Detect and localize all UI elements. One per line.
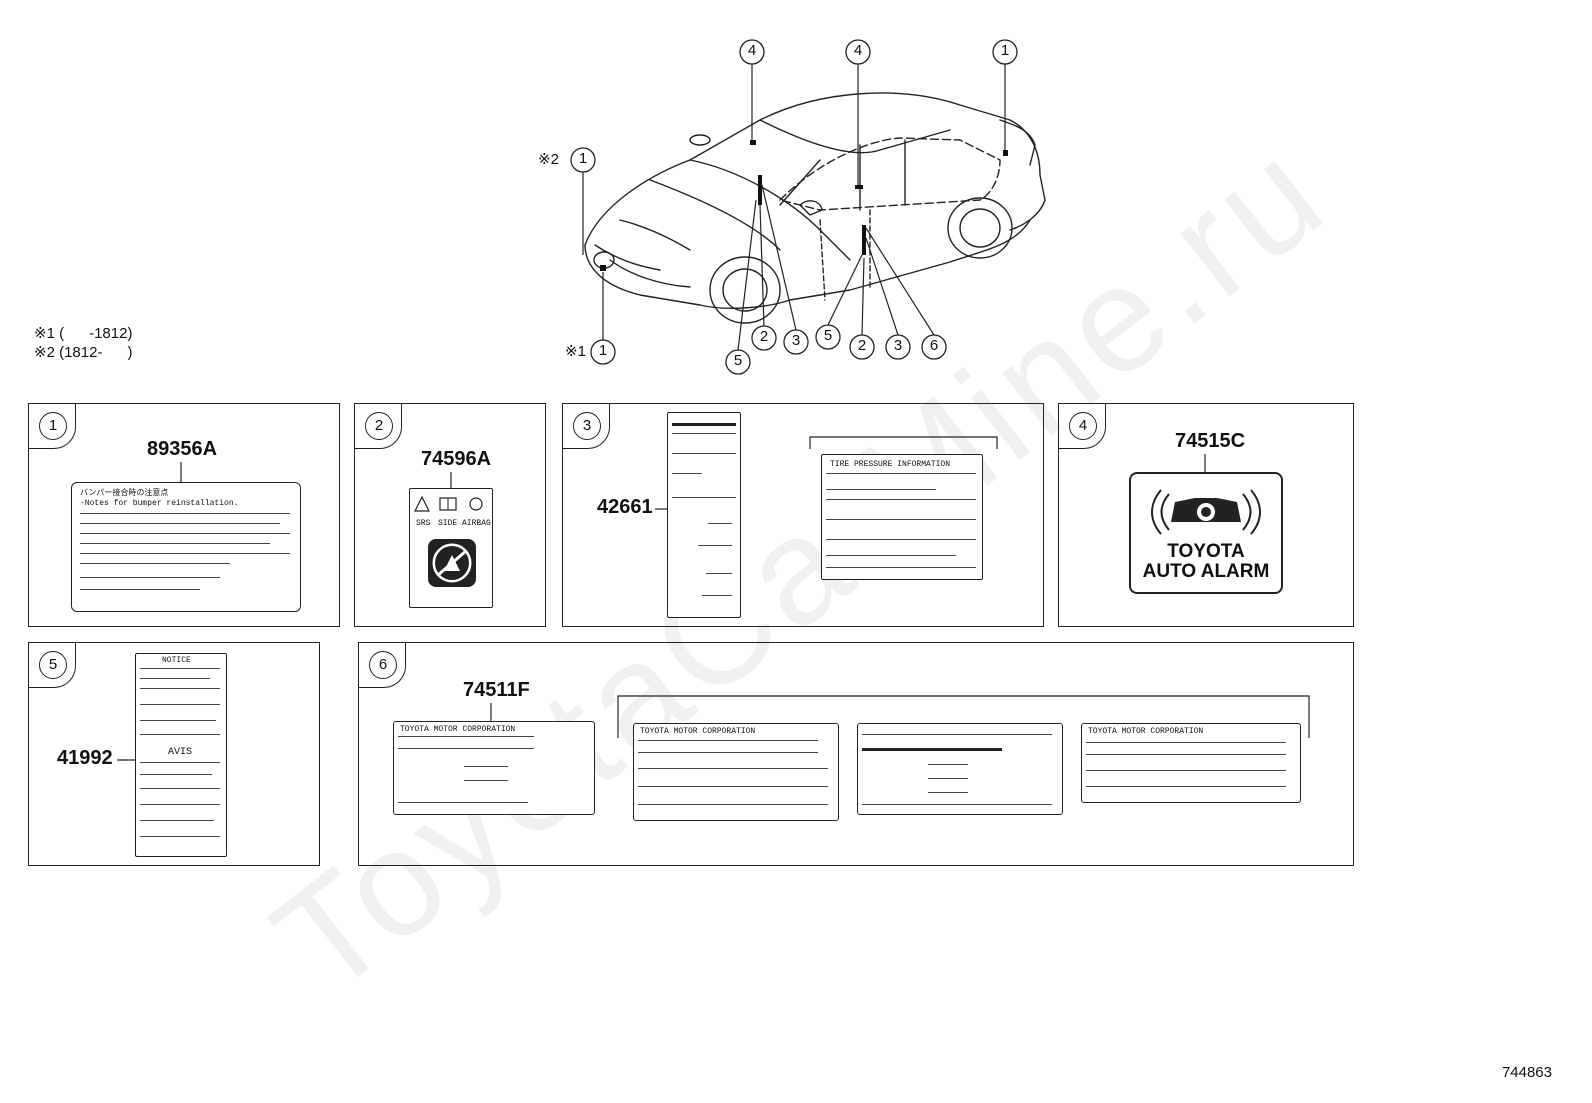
alt-bracket xyxy=(617,695,1310,738)
avis-title: AVIS xyxy=(168,747,193,758)
label-srs: SRS xyxy=(416,519,431,528)
vin-plate-main: TOYOTA MOTOR CORPORATION xyxy=(393,721,595,815)
note-mark2: ※2 (1812- ) xyxy=(34,344,133,361)
marker-label-2a xyxy=(758,175,762,205)
marker-label-1-rear xyxy=(1003,150,1008,156)
notice-label: NOTICE AVIS xyxy=(135,653,227,857)
tire-loading-label xyxy=(667,412,741,618)
vin-plate-alt-2: TOYOTA MOTOR CORPORATION xyxy=(1081,723,1301,803)
emission-label xyxy=(857,723,1063,815)
plate-title: TOYOTA MOTOR CORPORATION xyxy=(1088,727,1204,736)
notice-title: NOTICE xyxy=(162,656,191,665)
callout-6: 6 xyxy=(929,337,939,354)
srs-airbag-label: SRS SIDE AIRBAG xyxy=(409,488,493,608)
callout-5-right: 5 xyxy=(823,327,833,344)
tire-pressure-title: TIRE PRESSURE INFORMATION xyxy=(830,460,951,469)
callout-4-top-center: 4 xyxy=(853,42,863,59)
label-line-en: -Notes for bumper reinstallation. xyxy=(80,499,239,508)
mark2-symbol: ※2 xyxy=(538,151,559,168)
car-illustration xyxy=(582,64,1046,351)
panel-number: 1 xyxy=(39,412,67,440)
panel-6: 6 74511F TOYOTA MOTOR CORPORATION TOYOTA… xyxy=(358,642,1354,866)
part-number: 74596A xyxy=(421,448,492,470)
callout-1-mark2: 1 xyxy=(578,150,588,167)
callout-4-top-left: 4 xyxy=(747,42,757,59)
panel-tab xyxy=(563,404,610,449)
panel-tab xyxy=(29,404,76,449)
panel-1: 1 89356A バンパー接合時の注意点 -Notes for bumper r… xyxy=(28,403,340,627)
alt-bracket xyxy=(809,436,998,449)
label-airbag: AIRBAG xyxy=(462,519,491,528)
part-number: 42661 xyxy=(597,496,653,518)
tire-pressure-label: TIRE PRESSURE INFORMATION xyxy=(821,454,983,580)
warning-icons xyxy=(414,495,483,512)
panel-4: 4 74515C TOYOTA AUTO ALARM xyxy=(1058,403,1354,627)
panel-5: 5 41992 NOTICE AVIS xyxy=(28,642,320,866)
panel-number: 3 xyxy=(573,412,601,440)
marker-label-1-front xyxy=(600,265,606,271)
mark1-symbol: ※1 xyxy=(565,343,586,360)
callout-3-right: 3 xyxy=(893,337,903,354)
panel-3: 3 42661 TIRE PRESSURE INFORMATION xyxy=(562,403,1044,627)
callout-markers xyxy=(570,39,1018,375)
panel-number: 2 xyxy=(365,412,393,440)
callout-2-left: 2 xyxy=(759,328,769,345)
callout-1-mark1: 1 xyxy=(598,342,608,359)
part-number: 89356A xyxy=(147,438,218,460)
alarm-line-1: TOYOTA xyxy=(1167,541,1245,562)
document-id: 744863 xyxy=(1501,1064,1552,1081)
part-number: 41992 xyxy=(57,747,113,769)
vin-plate-alt-1: TOYOTA MOTOR CORPORATION xyxy=(633,723,839,821)
alarm-car-icon xyxy=(1151,489,1261,535)
panel-number: 6 xyxy=(369,651,397,679)
note-mark1: ※1 ( -1812) xyxy=(34,325,133,342)
plate-title: TOYOTA MOTOR CORPORATION xyxy=(640,727,756,736)
marker-label-4b xyxy=(855,185,863,189)
panel-2: 2 74596A SRS SIDE AIRBAG xyxy=(354,403,546,627)
callout-2-right: 2 xyxy=(857,337,867,354)
marker-label-2b xyxy=(862,225,866,255)
panel-tab xyxy=(29,643,76,688)
plate-title: TOYOTA MOTOR CORPORATION xyxy=(400,725,516,734)
label-side: SIDE xyxy=(438,519,458,528)
no-child-seat-icon xyxy=(428,539,476,587)
part-number: 74515C xyxy=(1175,430,1246,452)
panel-tab xyxy=(359,643,406,688)
alarm-line-2: AUTO ALARM xyxy=(1142,561,1270,582)
panel-number: 5 xyxy=(39,651,67,679)
auto-alarm-label: TOYOTA AUTO ALARM xyxy=(1129,472,1283,594)
callout-5-left: 5 xyxy=(733,352,743,369)
marker-label-4a xyxy=(750,140,756,145)
panel-number: 4 xyxy=(1069,412,1097,440)
panel-tab xyxy=(355,404,402,449)
panel-tab xyxy=(1059,404,1106,449)
bumper-notice-label: バンパー接合時の注意点 -Notes for bumper reinstalla… xyxy=(71,482,301,612)
callout-1-rear: 1 xyxy=(1000,42,1010,59)
part-number: 74511F xyxy=(463,679,530,701)
callout-3-left: 3 xyxy=(791,332,801,349)
label-line-jp: バンパー接合時の注意点 xyxy=(80,489,169,498)
